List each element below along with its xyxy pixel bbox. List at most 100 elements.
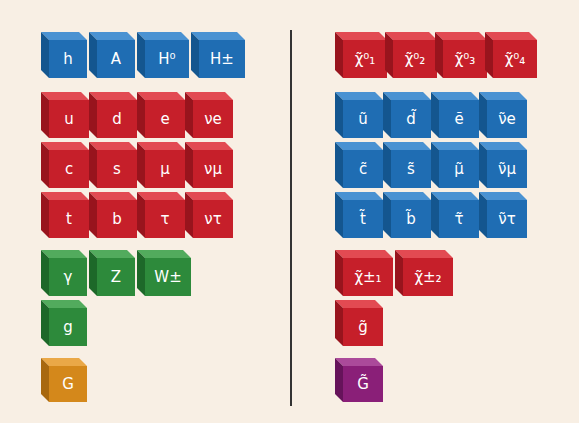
particle-cube: χ̃⁰₃ [443, 40, 487, 78]
particle-symbol: νμ [204, 161, 222, 178]
particle-cube: τ [145, 200, 185, 238]
cube-face [487, 200, 527, 238]
particle-cube: H⁰ [145, 40, 189, 78]
cube-face [97, 150, 137, 188]
cube-face [137, 142, 185, 150]
particle-cube: s̃ [391, 150, 431, 188]
particle-symbol: μ [160, 161, 170, 178]
cube-face [49, 200, 89, 238]
cube-face [41, 32, 49, 78]
cube-face [391, 200, 431, 238]
cube-face [335, 358, 343, 402]
cube-face [41, 300, 49, 346]
cube-face [343, 150, 383, 188]
cube-face [383, 192, 431, 200]
cube-face [199, 40, 245, 78]
cube-face [395, 250, 403, 296]
cube-face [89, 192, 97, 238]
particle-cube: χ̃⁰₁ [343, 40, 387, 78]
particle-symbol: χ̃±₂ [414, 269, 441, 286]
cube-face [479, 92, 527, 100]
particle-symbol: s̃ [407, 161, 415, 178]
cube-face [335, 192, 343, 238]
cube-face [383, 192, 391, 238]
particle-symbol: u [64, 111, 74, 128]
cube-face [41, 32, 87, 40]
particle-cube: c [49, 150, 89, 188]
cube-face [383, 142, 431, 150]
cube-face [185, 92, 233, 100]
particle-cube: t̃ [343, 200, 383, 238]
cube-face [335, 358, 383, 366]
cube-face [89, 192, 137, 200]
particle-symbol: G̃ [357, 376, 369, 393]
cube-face [41, 250, 49, 296]
cube-face [383, 92, 431, 100]
particle-symbol: c̃ [359, 161, 367, 178]
cube-face [137, 192, 145, 238]
cube-face [185, 142, 193, 188]
cube-face [41, 192, 49, 238]
cube-face [439, 200, 479, 238]
particle-symbol: τ̃ [454, 211, 463, 228]
cube-face [485, 32, 493, 78]
cube-face [97, 100, 137, 138]
particle-cube: d [97, 100, 137, 138]
cube-face [41, 92, 89, 100]
cube-face [145, 258, 191, 296]
cube-face [49, 150, 89, 188]
cube-face [335, 32, 387, 40]
particle-symbol: μ̃ [454, 161, 464, 178]
cube-face [145, 40, 189, 78]
particle-cube: g [49, 308, 87, 346]
cube-face [41, 192, 89, 200]
particle-symbol: χ̃⁰₃ [455, 51, 476, 68]
cube-face [343, 366, 383, 402]
cube-face [193, 150, 233, 188]
divider-line [290, 30, 292, 406]
cube-face [97, 200, 137, 238]
cube-face [49, 258, 87, 296]
particle-cube: e [145, 100, 185, 138]
particle-cube: ũ [343, 100, 383, 138]
particle-cube: χ̃±₂ [403, 258, 453, 296]
cube-face [89, 32, 135, 40]
particle-symbol: h [63, 51, 73, 68]
cube-face [435, 32, 487, 40]
cube-face [385, 32, 393, 78]
cube-face [395, 250, 453, 258]
particle-symbol: χ̃±₁ [354, 269, 381, 286]
particle-cube: μ [145, 150, 185, 188]
particle-symbol: χ̃⁰₂ [405, 51, 426, 68]
cube-face [391, 150, 431, 188]
cube-face [479, 92, 487, 138]
particle-cube: t [49, 200, 89, 238]
particle-cube: H± [199, 40, 245, 78]
cube-face [137, 250, 145, 296]
cube-face [89, 92, 97, 138]
particle-symbol: H⁰ [158, 51, 175, 68]
cube-face [49, 40, 87, 78]
cube-face [431, 192, 439, 238]
particle-cube: h [49, 40, 87, 78]
cube-face [137, 32, 145, 78]
particle-symbol: d [112, 111, 122, 128]
particle-cube: τ̃ [439, 200, 479, 238]
cube-face [145, 150, 185, 188]
particle-symbol: ũ [358, 111, 368, 128]
cube-face [41, 250, 87, 258]
particle-cube: νμ [193, 150, 233, 188]
cube-face [191, 32, 245, 40]
cube-face [145, 200, 185, 238]
particle-symbol: Z [111, 269, 121, 286]
cube-face [343, 40, 387, 78]
particle-cube: Z [97, 258, 135, 296]
cube-face [439, 150, 479, 188]
particle-symbol: ẽ [454, 111, 463, 128]
particle-cube: u [49, 100, 89, 138]
particle-symbol: χ̃⁰₄ [505, 51, 526, 68]
cube-face [41, 142, 49, 188]
cube-face [89, 142, 137, 150]
cube-face [335, 142, 343, 188]
cube-face [41, 358, 87, 366]
